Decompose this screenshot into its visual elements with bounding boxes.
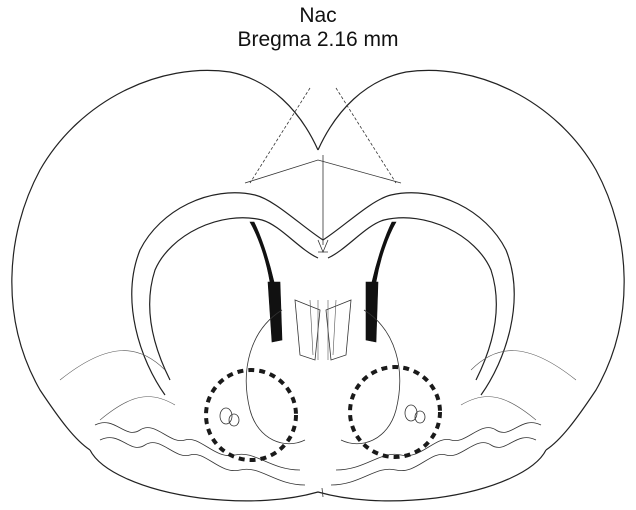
ventricle-horn-right (372, 222, 396, 282)
corpus-callosum-right (323, 193, 514, 395)
piriform-boundary-right (461, 397, 536, 420)
ventral-surface-outline (90, 450, 546, 501)
septal-lines (310, 300, 336, 360)
target-circle-left (206, 370, 296, 460)
piriform-boundary-left (100, 397, 175, 420)
lateral-ventricle-right (366, 282, 378, 342)
corpus-callosum-left (132, 193, 323, 395)
cortex-boundary-left (250, 88, 310, 183)
olfactory-band-left-1 (95, 423, 300, 470)
island-left-2 (229, 414, 239, 426)
corpus-callosum-inner-left (150, 218, 318, 380)
olfactory-band-left-2 (100, 438, 305, 485)
cortex-boundary-right (336, 88, 396, 183)
septum-left (295, 300, 320, 360)
olfactory-band-right-2 (331, 438, 536, 485)
corpus-callosum-inner-right (328, 218, 496, 380)
left-hemisphere-outline (12, 70, 318, 450)
lateral-boundary-left (60, 351, 165, 380)
septum-right (326, 300, 351, 360)
lateral-ventricle-left (268, 282, 282, 342)
ventricle-horn-left (250, 222, 274, 282)
ventral-midline-tick (322, 488, 323, 497)
right-hemisphere-outline (318, 70, 624, 450)
